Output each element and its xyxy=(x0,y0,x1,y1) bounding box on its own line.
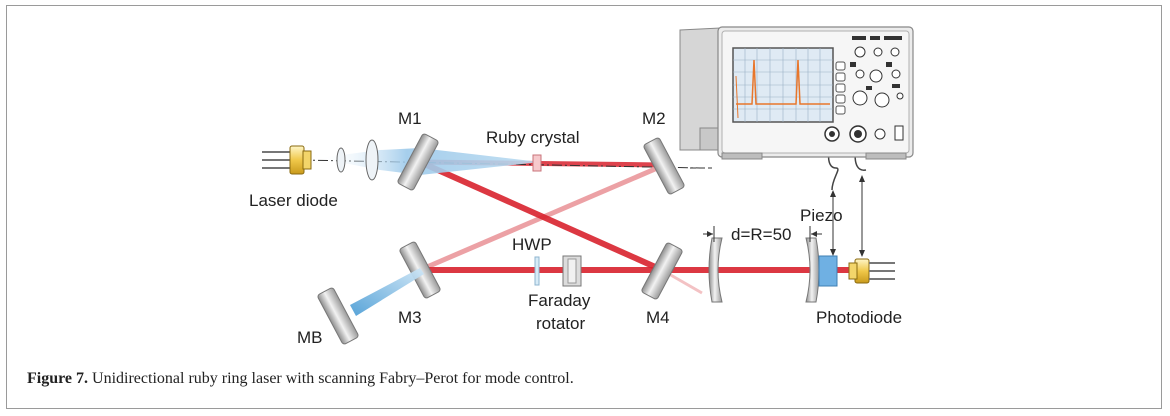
faraday-rotator-icon xyxy=(562,255,582,287)
mb-beam xyxy=(350,268,424,316)
label-mb: MB xyxy=(297,328,323,347)
laser-beams xyxy=(418,159,860,295)
laser-diode-icon xyxy=(289,145,305,175)
figure-caption: Figure 7. Unidirectional ruby ring laser… xyxy=(27,370,574,388)
label-photodiode: Photodiode xyxy=(816,308,902,327)
beam-m1-m4 xyxy=(418,159,664,273)
caption-text: Unidirectional ruby ring laser with scan… xyxy=(92,370,574,387)
label-m4: M4 xyxy=(646,308,670,327)
trace xyxy=(736,59,830,105)
piezo-icon xyxy=(818,255,838,287)
piezo-marker xyxy=(809,226,822,242)
ruby-crystal-icon xyxy=(532,154,542,172)
photodiode-icon xyxy=(848,258,895,284)
label-piezo: Piezo xyxy=(800,206,843,225)
label-ruby-crystal: Ruby crystal xyxy=(486,128,580,147)
label-m1: M1 xyxy=(398,109,422,128)
hwp-icon xyxy=(534,256,540,286)
mirror-mb-icon xyxy=(317,287,359,345)
oscilloscope xyxy=(679,26,914,160)
mirror-m4-icon xyxy=(641,242,683,300)
caption-label: Figure 7. xyxy=(27,370,89,387)
lens-2-icon xyxy=(365,139,379,181)
fp-mirror-left-icon xyxy=(708,237,723,303)
fp-mirror-right-icon xyxy=(805,237,820,303)
label-distance: d=R=50 xyxy=(731,225,792,244)
label-laser-diode: Laser diode xyxy=(249,191,338,210)
distance-marker xyxy=(703,226,715,242)
label-m2: M2 xyxy=(642,109,666,128)
lens-1-icon xyxy=(336,147,346,173)
mirror-m1-icon xyxy=(397,133,439,191)
label-hwp: HWP xyxy=(512,235,552,254)
label-rotator: rotator xyxy=(536,314,585,333)
label-faraday: Faraday xyxy=(528,291,591,310)
figure-frame xyxy=(6,5,1162,409)
mirror-m2-icon xyxy=(643,137,685,195)
label-m3: M3 xyxy=(398,308,422,327)
